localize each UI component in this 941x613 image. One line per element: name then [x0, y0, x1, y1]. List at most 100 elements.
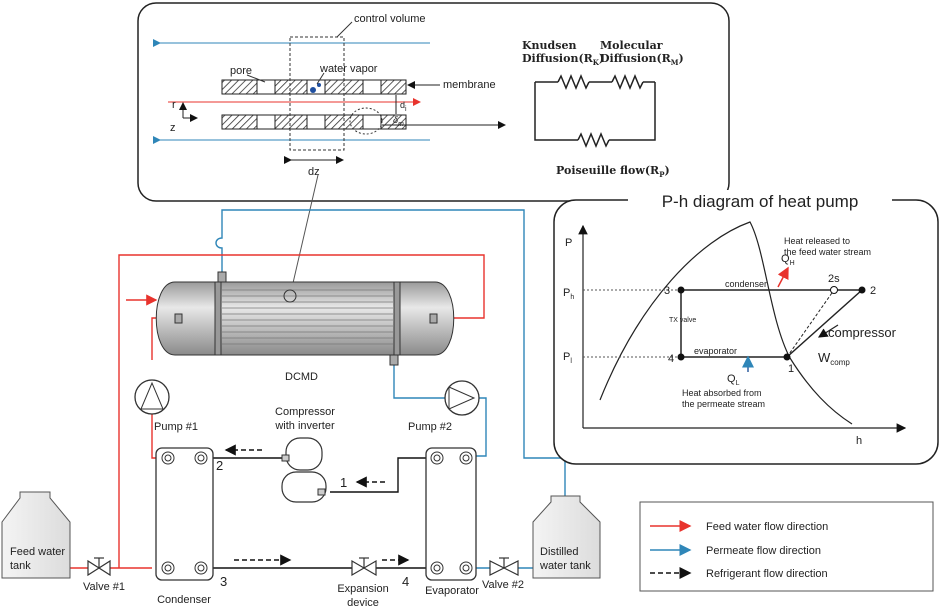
legend: Feed water flow direction Permeate flow … [639, 501, 934, 592]
membrane-label: membrane [443, 79, 496, 91]
molecular-label-2: Diffusion(R [600, 52, 672, 65]
pump-1-label: Pump #1 [154, 421, 198, 433]
pump-1 [134, 379, 170, 415]
resistor-molecular [611, 74, 644, 90]
ph-pl-label: P [563, 351, 570, 363]
legend-refrigerant-label: Refrigerant flow direction [706, 568, 828, 580]
compressor-label-1: Compressor [275, 406, 335, 418]
ph-txvalve-label: TX valve [669, 317, 696, 324]
poiseuille-label: Poiseuille flow(R [556, 164, 660, 177]
di-label: d [400, 100, 405, 110]
control-volume-box [289, 36, 345, 151]
poiseuille-sub: P [659, 170, 665, 179]
dcmd-label: DCMD [285, 371, 318, 383]
legend-permeate-label: Permeate flow direction [706, 545, 821, 557]
cycle-compression [786, 289, 863, 358]
evaporator-label: Evaporator [425, 585, 479, 597]
expansion-label-2: device [347, 597, 379, 609]
svg-text:QH: QH [781, 253, 795, 267]
valve-1 [87, 557, 111, 577]
knudsen-label-2: Diffusion(R [522, 52, 594, 65]
valve-2 [489, 557, 519, 576]
feed-tank-label-2: tank [10, 560, 31, 572]
delta-sub: m [398, 121, 404, 128]
distilled-tank-label-1: Distilled [540, 546, 579, 558]
molecular-paren: ) [679, 52, 684, 65]
inset-axes: r z [170, 99, 198, 134]
poiseuille-paren: ) [664, 164, 669, 177]
inset-frame [137, 2, 730, 202]
ph-title: P-h diagram of heat pump [662, 192, 859, 211]
state-2-label: 2 [216, 458, 223, 473]
ph-point-4 [677, 353, 685, 361]
distilled-water-tank [532, 495, 601, 579]
svg-text:QL: QL [727, 373, 740, 387]
svg-text:Pl: Pl [563, 351, 572, 365]
ph-axis-h-label: h [856, 435, 862, 447]
valve-1-label: Valve #1 [83, 581, 125, 593]
compressor-arrow [817, 324, 839, 338]
qh-arrow [777, 266, 789, 288]
ph-diagram: P-h diagram of heat pump P h 3 4 1 2 2s … [553, 190, 939, 465]
ph-condenser-label: condenser [725, 279, 767, 289]
ph-pt2-label: 2 [870, 285, 876, 297]
knudsen-label: Knudsen [522, 39, 576, 52]
svg-text:δm: δm [393, 115, 404, 128]
valve-2-label: Valve #2 [482, 579, 524, 591]
wcomp-sub: comp [830, 358, 850, 367]
membrane-inset: control volume water vapor pore membrane… [137, 2, 730, 202]
ql-label: Q [727, 373, 736, 385]
pump-2-label: Pump #2 [408, 421, 452, 433]
resistor-poiseuille [577, 132, 610, 148]
ph-heat-absorbed-1: Heat absorbed from [682, 388, 762, 398]
permeate-piping [215, 209, 566, 569]
ph-compressor-label: compressor [828, 325, 897, 340]
resistance-circuit [534, 74, 656, 148]
state-1-label: 1 [340, 475, 347, 490]
ph-pt2s-label: 2s [828, 273, 840, 285]
molecular-sub: M [671, 58, 679, 67]
membrane-top [221, 79, 407, 95]
evaporator [425, 447, 477, 581]
distilled-tank-label-2: water tank [539, 560, 591, 572]
ql-sub: L [736, 380, 740, 387]
resistor-knudsen [557, 74, 590, 90]
membrane-bottom [221, 114, 407, 130]
ph-point-2s [830, 286, 838, 294]
ph-point-2 [858, 286, 866, 294]
pore-leader [246, 74, 266, 83]
feed-water-tank [1, 491, 71, 579]
water-vapor-dot [310, 87, 316, 93]
expansion-label-1: Expansion [337, 583, 388, 595]
axis-r-label: r [172, 99, 176, 111]
knudsen-paren: ) [599, 52, 604, 65]
control-volume-leader [336, 21, 353, 38]
zoom-circle [349, 107, 383, 135]
water-vapor-label: water vapor [319, 63, 378, 75]
feed-tank-label-1: Feed water [10, 546, 65, 558]
ph-ph-sub: h [570, 294, 574, 301]
legend-feed-label: Feed water flow direction [706, 521, 828, 533]
ph-pt3-label: 3 [664, 285, 670, 297]
dcmd-module [155, 271, 455, 366]
ph-pt1-label: 1 [788, 363, 794, 375]
ph-point-3 [677, 286, 685, 294]
qh-sub: H [790, 260, 795, 267]
control-volume-label: control volume [354, 13, 426, 25]
svg-text:Wcomp: Wcomp [818, 350, 850, 367]
state-4-label: 4 [402, 574, 409, 589]
compressor-label-2: with inverter [274, 420, 335, 432]
pump-2 [444, 380, 480, 416]
refrigerant-piping [212, 457, 436, 569]
qh-label: Q [781, 253, 790, 265]
ph-pt4-label: 4 [668, 353, 674, 365]
axis-z-label: z [170, 122, 176, 134]
svg-text:di: di [400, 100, 407, 113]
svg-text:Diffusion(RM): Diffusion(RM) [600, 52, 684, 67]
knudsen-sub: K [593, 58, 600, 67]
ph-pl-sub: l [570, 358, 572, 365]
svg-text:Ph: Ph [563, 287, 574, 301]
ph-evaporator-label: evaporator [694, 346, 737, 356]
saturation-dome [599, 221, 853, 425]
wcomp-label: W [818, 350, 831, 365]
